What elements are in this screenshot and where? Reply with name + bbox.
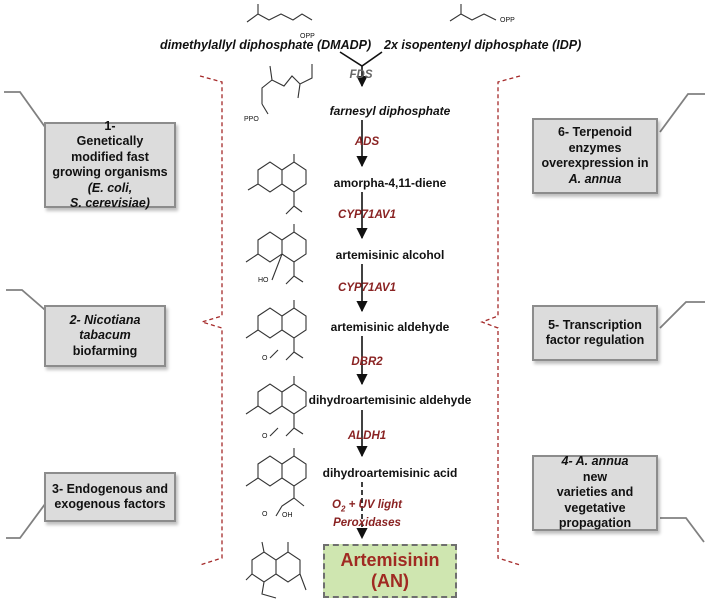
- dmadp-structure: [246, 4, 313, 23]
- strategy-box-6: 6- Terpenoid enzymes overexpression in A…: [532, 118, 658, 194]
- artemisinic-alcohol-structure: [245, 224, 307, 285]
- artemisinin-name: Artemisinin: [340, 550, 440, 570]
- enzyme-fds: FDS: [349, 69, 373, 81]
- molecule-structures: [245, 64, 313, 599]
- enzyme-aldh1: ALDH1: [347, 430, 387, 442]
- enzyme-cyp71av1-2: CYP71AV1: [338, 282, 396, 294]
- callout-line-5: [659, 301, 705, 329]
- atom-ho: HO: [258, 277, 269, 284]
- strategy-box-1: 1- Genetically modified fast growing org…: [44, 119, 176, 210]
- artemisinin-box: Artemisinin (AN): [323, 544, 457, 598]
- dihydroartemisinic-aldehyde-structure: [245, 376, 307, 437]
- enzyme-ads: ADS: [354, 136, 380, 148]
- opp-label-right: OPP: [500, 17, 515, 24]
- artemisinin-structure: [245, 541, 307, 599]
- strategy-box-3: 3- Endogenous and exogenous factors: [44, 472, 176, 522]
- callout-line-1: [4, 91, 51, 135]
- product-dihydroartemisinic-aldehyde: dihydroartemisinic aldehyde: [308, 393, 472, 407]
- idp-structure: [449, 4, 497, 22]
- right-bracket: [480, 75, 521, 566]
- product-artemisinic-alcohol: artemisinic alcohol: [335, 248, 445, 262]
- strategy-box-5: 5- Transcription factor regulation: [532, 305, 658, 361]
- artemisinic-aldehyde-structure: [245, 300, 307, 361]
- dihydroartemisinic-acid-structure: [245, 448, 307, 517]
- atom-o-aldehyde: O: [262, 355, 268, 362]
- atom-ppo: PPO: [244, 116, 259, 123]
- idp-prefix: 2x: [384, 38, 398, 52]
- idp-name: isopentenyl diphosphate (IDP): [401, 38, 582, 52]
- callout-lines: [4, 91, 705, 543]
- product-dihydroartemisinic-acid: dihydroartemisinic acid: [322, 466, 458, 480]
- callout-line-4: [660, 517, 705, 543]
- product-farnesyl-diphosphate: farnesyl diphosphate: [329, 104, 451, 118]
- callout-line-2: [6, 289, 53, 317]
- artemisinin-abbr: (AN): [371, 571, 409, 591]
- idp-label: 2x isopentenyl diphosphate (IDP): [384, 38, 581, 52]
- opp-label-left: OPP: [300, 33, 315, 40]
- amorphadiene-structure: [247, 154, 307, 215]
- oxidation-line-2: Peroxidases: [333, 517, 401, 530]
- oxidation-line-1: O2 + UV light: [332, 499, 402, 514]
- strategy-box-4: 4- A. annua new varieties and vegetative…: [532, 454, 658, 531]
- oxidation-conditions: O2 + UV light Peroxidases: [307, 498, 427, 530]
- enzyme-cyp71av1-1: CYP71AV1: [338, 209, 396, 221]
- strategy-box-2: 2- Nicotiana tabacum biofarming: [44, 305, 166, 367]
- callout-line-3: [6, 499, 49, 539]
- product-artemisinic-aldehyde: artemisinic aldehyde: [330, 320, 450, 334]
- callout-line-6: [659, 93, 705, 133]
- atom-o-dihydro: O: [262, 433, 268, 440]
- merge-arrow: [339, 51, 383, 86]
- enzyme-dbr2: DBR2: [351, 356, 383, 368]
- dmadp-label: dimethylallyl diphosphate (DMADP): [160, 38, 372, 52]
- product-amorphadiene: amorpha-4,11-diene: [333, 176, 447, 190]
- atom-o-acid: O: [262, 511, 268, 518]
- atom-oh: OH: [282, 512, 293, 519]
- farnesyl-diphosphate-structure: [261, 64, 313, 115]
- left-bracket: [199, 75, 223, 566]
